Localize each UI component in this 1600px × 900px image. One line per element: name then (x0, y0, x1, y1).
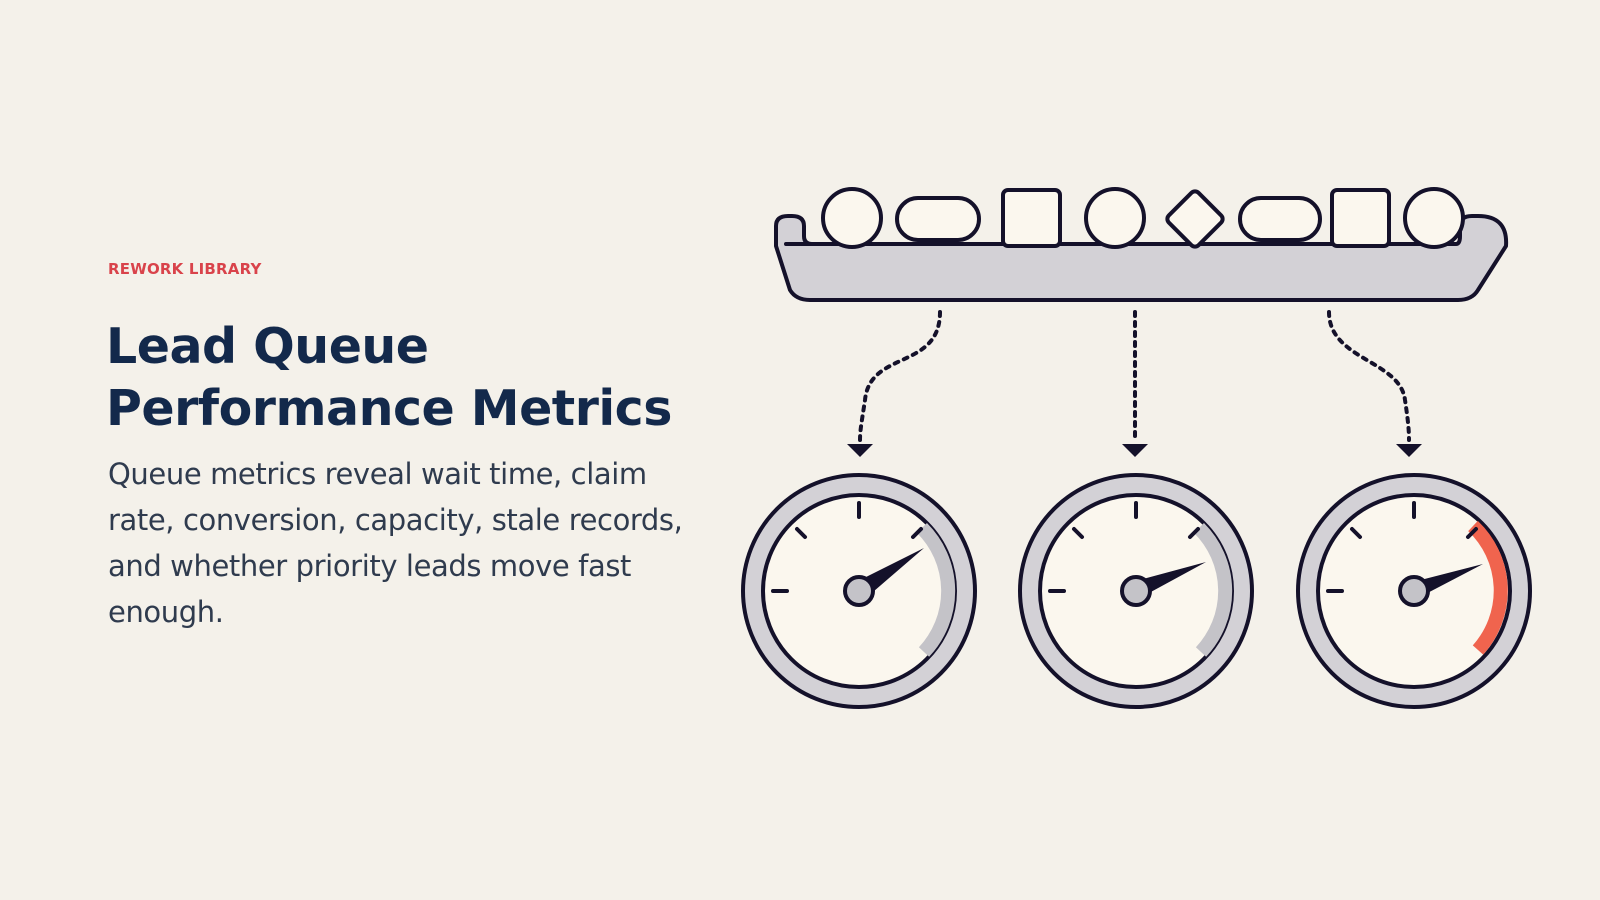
eyebrow-label: REWORK LIBRARY (108, 260, 262, 278)
tray-item-circle (1084, 187, 1146, 249)
tray-item-circle (821, 187, 883, 249)
gauge-right (1296, 473, 1532, 709)
connectors (858, 310, 1411, 442)
tray-item-pill (895, 196, 981, 242)
gauge-middle (1018, 473, 1254, 709)
connector-left (858, 310, 942, 442)
connector-arrows (847, 444, 1422, 457)
tray-item-square (1001, 188, 1062, 248)
arrow-down-icon (847, 444, 873, 457)
tray-item-square (1330, 188, 1391, 248)
arrow-down-icon (1122, 444, 1148, 457)
gauge-arc (916, 523, 956, 657)
tray-item-pill (1238, 196, 1322, 242)
gauge-left (741, 473, 977, 709)
gauge-arc-alert (1468, 520, 1508, 655)
arrow-down-icon (1396, 444, 1422, 457)
tray-item-diamond (1165, 189, 1225, 249)
queue-tray (774, 187, 1509, 302)
tray-item-circle (1403, 187, 1465, 249)
page-description: Queue metrics reveal wait time, claim ra… (108, 457, 683, 629)
connector-right (1327, 310, 1411, 442)
page-title: Lead Queue Performance Metrics (106, 318, 672, 437)
gauge-arc (1193, 523, 1233, 657)
